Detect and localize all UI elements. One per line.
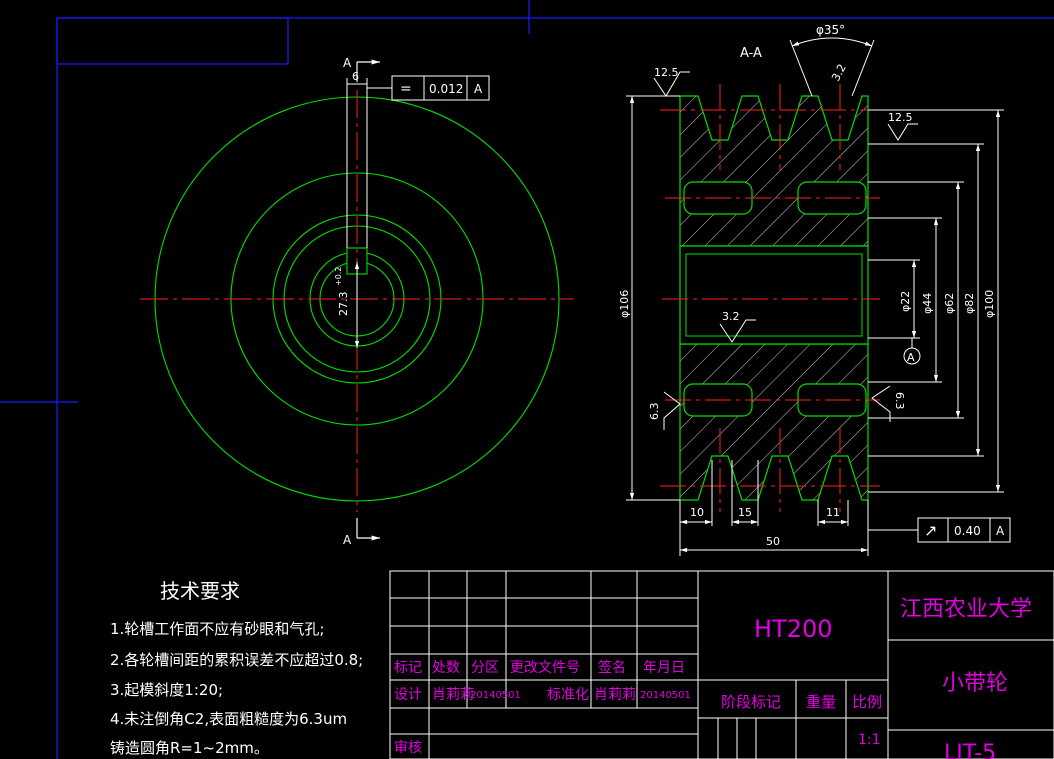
frame-corner-box <box>56 17 289 65</box>
dia-44-label: φ44 <box>921 293 934 314</box>
header-mark: 标记 <box>394 660 422 676</box>
roughness-right-lower-symbol <box>871 385 891 422</box>
title-block-grid <box>389 570 1054 759</box>
tech-line-2: 2.各轮槽间距的累积误差不应超过0.8; <box>110 651 363 669</box>
header-date: 年月日 <box>643 660 685 676</box>
header-count: 处数 <box>432 660 460 676</box>
tech-requirements: 技术要求 1.轮槽工作面不应有砂眼和气孔; 2.各轮槽间距的累积误差不应超过0.… <box>110 579 363 757</box>
roughness-left-label: 6.3 <box>648 403 661 421</box>
standardizer-name: 肖莉莉 <box>594 687 636 703</box>
dim-15-label: 15 <box>738 506 752 519</box>
material-label: HT200 <box>754 615 833 643</box>
header-zone: 分区 <box>471 660 499 676</box>
review-label: 审核 <box>394 740 422 756</box>
roughness-top-label: 12.5 <box>654 66 679 79</box>
scale-value: 1:1 <box>858 732 881 748</box>
stage-label: 阶段标记 <box>721 693 781 711</box>
standardization-date: 20140501 <box>640 690 691 701</box>
front-view: A A 6 27.3 +0.2 <box>140 56 574 547</box>
section-view: A-A φ35° 3.2 12.5 12.5 3.2 6.3 6.3 φ106 <box>618 23 1004 556</box>
roughness-symbols <box>653 71 918 430</box>
datum-label: A <box>907 351 915 364</box>
design-date: 20140501 <box>470 690 521 701</box>
roughness-right-symbol <box>887 123 918 141</box>
roughness-right-label: 12.5 <box>888 111 913 124</box>
dim-50-label: 50 <box>766 535 780 548</box>
lower-rim-section <box>679 343 869 501</box>
roughness-left-symbol <box>663 391 681 430</box>
dia-62-label: φ62 <box>943 293 956 314</box>
section-mark-bottom: A <box>343 533 352 547</box>
title-block: HT200 江西农业大学 小带轮 LJT-5 标记 处数 分区 更改文件号 签名… <box>389 570 1054 759</box>
scale-label: 比例 <box>852 693 882 711</box>
bottom-width-dims <box>679 460 869 556</box>
roughness-bore-symbol <box>719 319 756 343</box>
bore-depth-label: 27.3 <box>337 292 350 317</box>
dim-10-label: 10 <box>690 506 704 519</box>
roughness-bore-label: 3.2 <box>722 310 740 323</box>
dia-100-label: φ100 <box>983 290 996 318</box>
design-label: 设计 <box>394 687 422 703</box>
groove-roughness-label: 3.2 <box>829 62 849 84</box>
bore-section <box>679 245 869 345</box>
flatness-datum: A <box>474 82 483 96</box>
dia-106-label: φ106 <box>618 290 631 318</box>
left-diameter-dim <box>626 95 680 501</box>
runout-symbol: ↗ <box>924 521 937 540</box>
flatness-callout: = 0.012 A <box>367 75 490 101</box>
section-title: A-A <box>740 46 762 61</box>
section-cut-markers <box>356 59 380 541</box>
right-diameter-dims <box>868 109 1004 493</box>
runout-value: 0.40 <box>954 524 981 538</box>
dia-82-label: φ82 <box>963 293 976 314</box>
drawing-number: LJT-5 <box>944 741 996 759</box>
school-name: 江西农业大学 <box>900 597 1032 622</box>
tech-line-5: 铸造圆角R=1~2mm。 <box>110 739 269 757</box>
section-mark-top: A <box>343 56 352 70</box>
groove-angle-label: φ35° <box>816 23 845 37</box>
keyway-width-label: 6 <box>352 70 359 83</box>
header-change-doc: 更改文件号 <box>510 660 580 676</box>
groove-angle-dim <box>789 37 875 97</box>
section-centerlines <box>660 84 880 512</box>
tech-line-3: 3.起模斜度1:20; <box>110 681 223 699</box>
flatness-value: 0.012 <box>429 82 463 96</box>
tech-heading: 技术要求 <box>160 579 240 603</box>
runout-datum: A <box>996 524 1005 538</box>
keyway-extension-lines <box>346 78 368 248</box>
roughness-top-symbol <box>653 71 690 97</box>
roughness-right-lower-label: 6.3 <box>893 392 906 410</box>
standardization-label: 标准化 <box>547 687 589 703</box>
dim-11-label: 11 <box>826 506 840 519</box>
runout-callout: ↗ 0.40 A <box>868 517 1011 543</box>
bore-inner-line <box>685 253 863 337</box>
dia-22-label: φ22 <box>899 291 912 312</box>
tech-line-1: 1.轮槽工作面不应有砂眼和气孔; <box>110 620 324 638</box>
header-signature: 签名 <box>598 659 626 676</box>
designer-name: 肖莉莉 <box>432 687 474 703</box>
part-name: 小带轮 <box>942 671 1008 696</box>
bore-tolerance-label: +0.2 <box>334 267 343 286</box>
tech-line-4: 4.未注倒角C2,表面粗糙度为6.3um <box>110 710 347 728</box>
flatness-symbol: = <box>400 81 412 97</box>
weight-label: 重量 <box>806 693 836 711</box>
